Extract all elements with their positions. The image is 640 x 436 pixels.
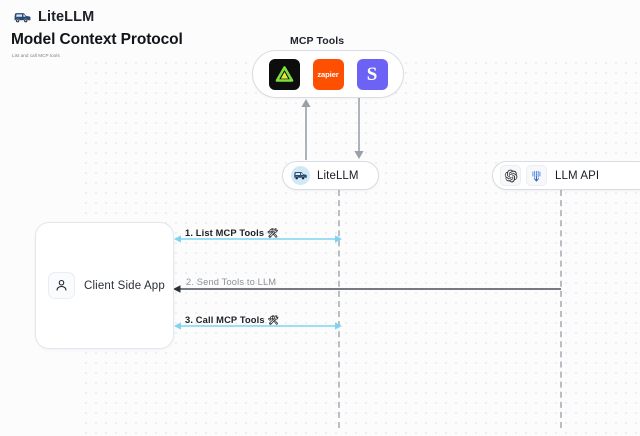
message-1-text: 1. List MCP Tools [185,228,265,238]
tools-emoji-icon: 🛠 [267,227,279,238]
message-2-label: 2. Send Tools to LLM [186,277,276,287]
message-1-label: 1. List MCP Tools 🛠 [185,228,279,238]
message-1-arrow [173,233,343,245]
llm-api-node-label: LLM API [555,169,600,182]
tools-emoji-icon: 🛠 [267,314,280,325]
llm-api-lifeline [560,190,562,428]
client-side-app-label: Client Side App [84,279,165,292]
mcp-tools-node[interactable]: zapier S [252,50,404,98]
user-icon [48,272,75,299]
diagram-canvas [85,62,640,436]
s-tool-icon[interactable]: S [356,58,388,90]
litellm-node[interactable]: LiteLLM [282,161,379,190]
page-title: Model Context Protocol [11,31,183,48]
client-side-app-node[interactable]: Client Side App [35,222,174,349]
tools-to-litellm-up-arrow [296,98,316,160]
message-2-arrow [173,283,563,295]
zapier-wordmark: zapier [317,69,339,79]
message-3-label: 3. Call MCP Tools 🛠 [185,315,279,325]
litellm-avatar-icon [291,166,310,185]
message-2-text: 2. Send Tools to LLM [186,277,277,287]
litellm-truck-logo-icon [13,8,32,27]
triangle-tool-icon[interactable] [268,58,300,90]
zapier-icon[interactable]: zapier [312,58,344,90]
openai-icon [500,165,521,186]
llm-api-node[interactable]: LLM API [492,161,640,190]
litellm-node-label: LiteLLM [317,169,359,182]
brand-name: LiteLLM [38,9,95,26]
message-3-arrow [173,320,343,332]
page-subtitle: List and call MCP tools [12,53,60,58]
litellm-lifeline [338,190,340,428]
anthropic-icon [526,165,547,186]
mcp-tools-label: MCP Tools [290,35,345,47]
litellm-to-tools-down-arrow [349,98,369,160]
s-wordmark: S [366,63,378,85]
message-3-text: 3. Call MCP Tools [185,315,265,325]
brand: LiteLLM [13,8,94,27]
